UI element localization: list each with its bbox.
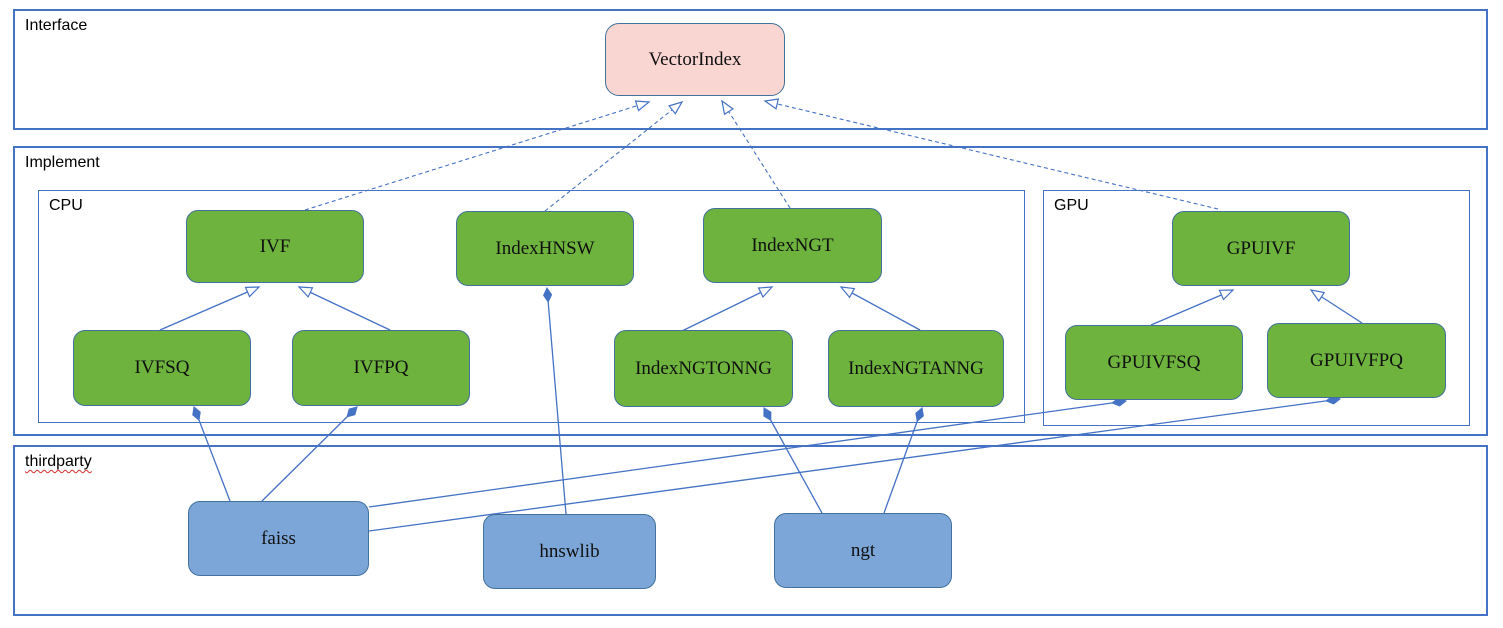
edge-gpuivfpq-gpuivf[interactable] [1311, 290, 1363, 324]
node-gpuivf-label: GPUIVF [1226, 237, 1296, 259]
node-ngt-label: ngt [850, 539, 876, 561]
edge-gpuivfsq-gpuivf[interactable] [1150, 290, 1233, 326]
edge-ngt-indexngtonng[interactable] [763, 407, 823, 514]
node-ivfpq[interactable]: IVFPQ [292, 330, 470, 406]
edge-faiss-ivfpq[interactable] [261, 406, 358, 502]
edge-gpuivf-vectorindex[interactable] [765, 101, 1219, 210]
container-gpu-label: GPU [1054, 197, 1089, 214]
edge-indexhnsw-vectorindex[interactable] [544, 102, 682, 212]
edge-hnswlib-indexhnsw[interactable] [543, 286, 567, 515]
edge-indexngtanng-indexngt[interactable] [841, 287, 921, 331]
container-implement[interactable]: Implement [13, 146, 1488, 436]
container-interface-label: Interface [25, 17, 88, 34]
container-gpu[interactable]: GPU [1043, 190, 1470, 426]
node-faiss-label: faiss [261, 527, 296, 549]
node-ivfpq-label: IVFPQ [353, 357, 409, 378]
node-ivf-label: IVF [259, 235, 291, 257]
node-gpuivfpq[interactable]: GPUIVFPQ [1267, 323, 1446, 398]
node-indexngt-label: IndexNGT [751, 234, 834, 256]
node-indexngtanng-label: IndexNGTANNG [848, 357, 984, 379]
edge-faiss-gpuivfsq[interactable] [368, 397, 1127, 508]
edge-ivf-vectorindex[interactable] [304, 102, 649, 211]
node-ivfsq[interactable]: IVFSQ [73, 330, 251, 406]
container-thirdparty-label: thirdparty [25, 453, 92, 470]
node-hnswlib-label: hnswlib [539, 540, 600, 562]
node-gpuivfsq-label: GPUIVFSQ [1107, 351, 1201, 373]
edge-indexngt-vectorindex[interactable] [722, 101, 791, 209]
container-cpu-label: CPU [49, 197, 83, 214]
node-ivf[interactable]: IVF [186, 210, 364, 283]
container-implement-label: Implement [25, 154, 100, 171]
edge-indexngtonng-indexngt[interactable] [681, 287, 772, 332]
node-indexhnsw[interactable]: IndexHNSW [456, 211, 634, 286]
node-vectorindex-label: VectorIndex [648, 48, 742, 70]
node-gpuivfpq-label: GPUIVFPQ [1310, 349, 1403, 371]
node-gpuivfsq[interactable]: GPUIVFSQ [1065, 325, 1243, 400]
node-indexhnsw-label: IndexHNSW [495, 237, 595, 259]
edge-ngt-indexngtanng[interactable] [883, 407, 924, 514]
node-hnswlib[interactable]: hnswlib [483, 514, 656, 589]
edge-ivfsq-ivf[interactable] [159, 287, 259, 331]
edge-faiss-gpuivfpq[interactable] [368, 395, 1341, 532]
node-indexngtonng-label: IndexNGTONNG [635, 357, 772, 379]
container-thirdparty[interactable]: thirdparty [13, 445, 1488, 616]
node-faiss[interactable]: faiss [188, 501, 369, 576]
node-gpuivf[interactable]: GPUIVF [1172, 211, 1350, 286]
node-ngt[interactable]: ngt [774, 513, 952, 588]
container-interface[interactable]: Interface [13, 9, 1488, 130]
edge-ivfpq-ivf[interactable] [299, 287, 391, 331]
node-indexngtanng[interactable]: IndexNGTANNG [828, 330, 1004, 407]
node-ivfsq-label: IVFSQ [134, 357, 190, 378]
node-vectorindex[interactable]: VectorIndex [605, 23, 785, 96]
container-cpu[interactable]: CPU [38, 190, 1025, 423]
node-indexngt[interactable]: IndexNGT [703, 208, 882, 283]
edge-faiss-ivfsq[interactable] [192, 406, 231, 502]
node-indexngtonng[interactable]: IndexNGTONNG [614, 330, 793, 407]
